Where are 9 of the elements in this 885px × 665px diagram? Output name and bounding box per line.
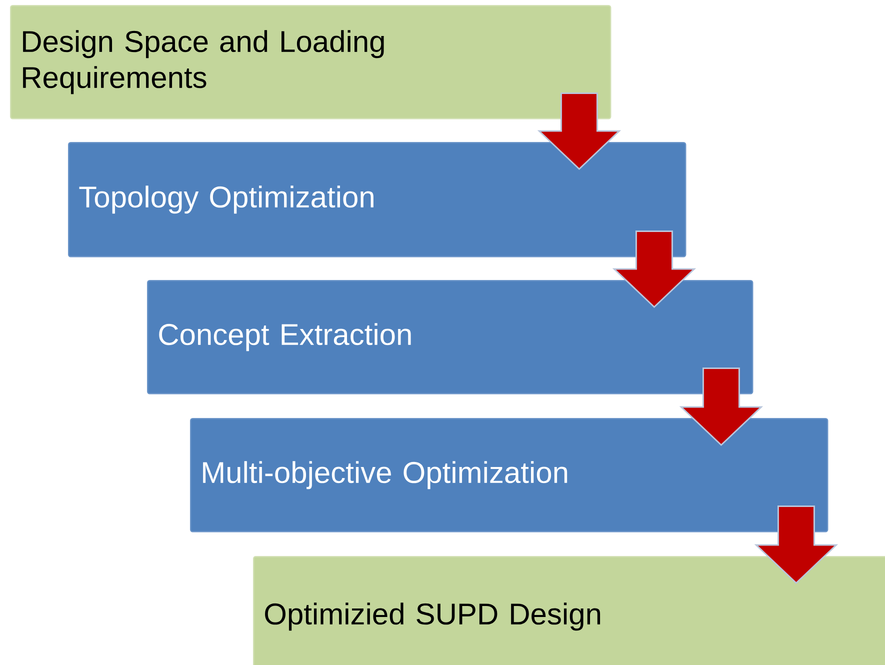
block-arrow	[754, 505, 838, 584]
process-box: Concept Extraction	[147, 280, 754, 394]
block-arrow	[537, 92, 622, 170]
process-box: Optimizied SUPD Design	[253, 556, 885, 665]
process-box: Topology Optimization	[68, 142, 686, 258]
block-arrow	[679, 367, 764, 446]
process-box: Multi-objective Optimization	[190, 418, 828, 532]
block-arrow	[612, 230, 696, 308]
process-box: Design Space and Loading Requirements	[10, 5, 612, 120]
